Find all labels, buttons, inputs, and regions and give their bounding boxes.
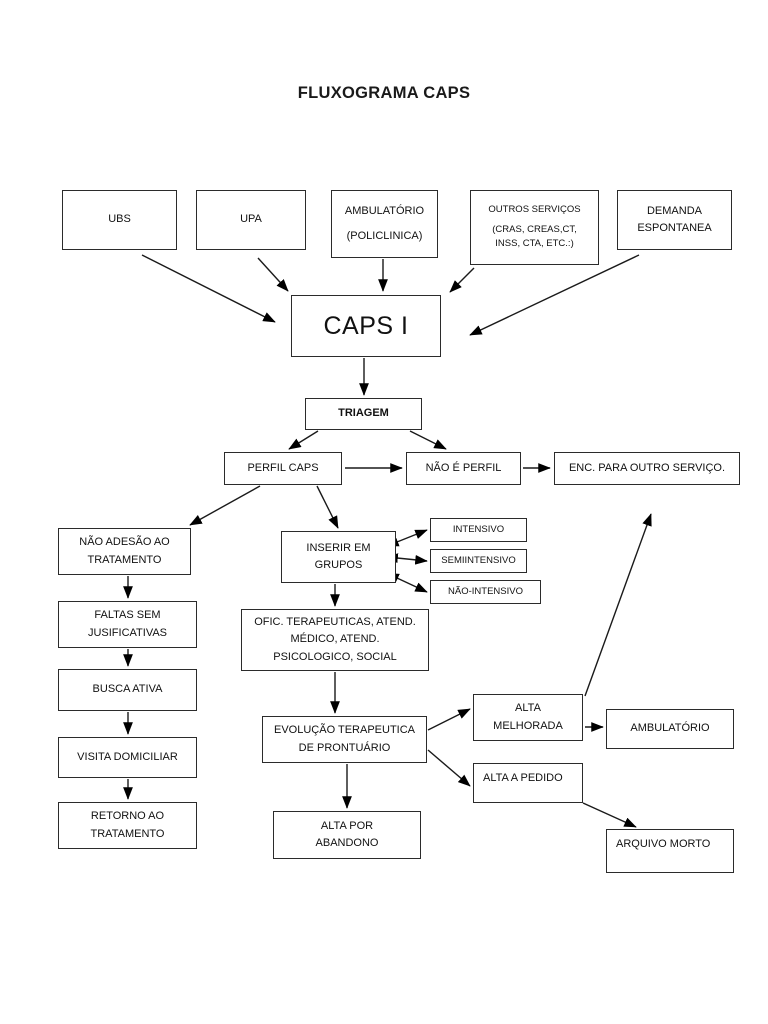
node-visita: VISITA DOMICILIAR bbox=[58, 737, 197, 778]
node-upa: UPA bbox=[196, 190, 306, 250]
node-label-line: RETORNO AO bbox=[90, 810, 165, 823]
node-alta_melhorada: ALTA MELHORADA bbox=[473, 694, 583, 741]
node-label-line: NÃO-INTENSIVO bbox=[448, 585, 523, 597]
node-label-line: VISITA DOMICILIAR bbox=[77, 750, 178, 763]
connector-demanda-caps bbox=[469, 254, 640, 336]
node-label-line: INSERIR EM bbox=[306, 541, 371, 554]
node-label-line: TRATAMENTO bbox=[87, 553, 162, 566]
connector-outros-caps bbox=[449, 267, 475, 293]
node-label-line: UPA bbox=[240, 213, 262, 226]
node-ambulatorio: AMBULATÓRIO (POLICLINICA) bbox=[331, 190, 438, 258]
node-arquivo_morto: ARQUIVO MORTO bbox=[606, 829, 734, 873]
connector-triagem-naoperfil bbox=[409, 430, 447, 450]
connector-altamelh-enc bbox=[584, 513, 652, 697]
node-semiintensivo: SEMIINTENSIVO bbox=[430, 549, 527, 573]
node-label-line: ALTA POR bbox=[320, 819, 374, 832]
node-alta_pedido: ALTA A PEDIDO bbox=[473, 763, 583, 803]
node-label-line: NÃO ADESÃO AO bbox=[79, 536, 170, 549]
connector-evolucao-altapedido bbox=[427, 749, 471, 787]
connector-perfil-naoadesao bbox=[189, 485, 261, 526]
node-label-line: MÉDICO, ATEND. bbox=[290, 633, 380, 646]
connector-altapedido-arquivo bbox=[582, 802, 637, 828]
node-outros: OUTROS SERVIÇOS (CRAS, CREAS,CT, INSS, CT… bbox=[470, 190, 599, 265]
node-label-line: (POLICLINICA) bbox=[346, 230, 423, 242]
node-label-line: ESPONTANEA bbox=[637, 222, 712, 234]
node-label-line: OUTROS SERVIÇOS bbox=[488, 203, 581, 215]
connector-upa-caps bbox=[257, 257, 289, 292]
connector-ubs-caps bbox=[141, 254, 276, 323]
node-label-line: INTENSIVO bbox=[452, 523, 505, 535]
node-label-line: PSICOLOGICO, SOCIAL bbox=[273, 650, 397, 663]
page-title: FLUXOGRAMA CAPS bbox=[297, 84, 471, 102]
node-label-line: AMBULATÓRIO bbox=[344, 205, 425, 218]
node-alta_abandono: ALTA POR ABANDONO bbox=[273, 811, 421, 859]
node-label-line: JUSIFICATIVAS bbox=[87, 626, 168, 639]
node-label-line: UBS bbox=[108, 213, 131, 226]
node-label-line: ABANDONO bbox=[315, 837, 379, 849]
connector-inserir-naointens bbox=[386, 573, 428, 593]
node-inserir: INSERIR EM GRUPOS bbox=[281, 531, 396, 583]
node-label-line: ALTA bbox=[515, 702, 541, 715]
node-nao_intensivo: NÃO-INTENSIVO bbox=[430, 580, 541, 604]
node-faltas: FALTAS SEM JUSIFICATIVAS bbox=[58, 601, 197, 648]
node-retorno: RETORNO AO TRATAMENTO bbox=[58, 802, 197, 849]
node-perfil_caps: PERFIL CAPS bbox=[224, 452, 342, 485]
node-label-line: TRATAMENTO bbox=[90, 827, 165, 840]
connector-inserir-semi bbox=[385, 553, 428, 565]
node-ambulatorio2: AMBULATÓRIO bbox=[606, 709, 734, 749]
node-label-line: PERFIL CAPS bbox=[247, 461, 319, 474]
node-label-line: MELHORADA bbox=[493, 719, 563, 732]
node-label-line: SEMIINTENSIVO bbox=[441, 554, 516, 566]
node-ubs: UBS bbox=[62, 190, 177, 250]
node-label-line: (CRAS, CREAS,CT, bbox=[492, 223, 577, 235]
node-caps1: CAPS I bbox=[291, 295, 441, 357]
node-label-line: DEMANDA bbox=[646, 204, 702, 217]
node-label-line: BUSCA ATIVA bbox=[92, 683, 163, 696]
node-evolucao: EVOLUÇÃO TERAPEUTICA DE PRONTUÁRIO bbox=[262, 716, 427, 763]
node-demanda: DEMANDA ESPONTANEA bbox=[617, 190, 732, 250]
node-label-line: ARQUIVO MORTO bbox=[616, 838, 711, 850]
connector-inserir-intensivo bbox=[386, 529, 428, 547]
node-label-line: ALTA A PEDIDO bbox=[483, 772, 563, 784]
node-label-line: GRUPOS bbox=[314, 559, 363, 571]
node-intensivo: INTENSIVO bbox=[430, 518, 527, 542]
node-nao_adesao: NÃO ADESÃO AO TRATAMENTO bbox=[58, 528, 191, 575]
node-nao_e_perfil: NÃO É PERFIL bbox=[406, 452, 521, 485]
node-label-line: ENC. PARA OUTRO SERVIÇO. bbox=[568, 461, 726, 474]
node-label-line: AMBULATÓRIO bbox=[630, 722, 710, 735]
node-label-line: TRIAGEM bbox=[338, 407, 389, 420]
node-label-line: EVOLUÇÃO TERAPEUTICA bbox=[274, 724, 415, 737]
connector-perfil-inserir bbox=[316, 485, 339, 529]
connector-evolucao-altamelh bbox=[427, 708, 471, 731]
node-busca_ativa: BUSCA ATIVA bbox=[58, 669, 197, 711]
connector-triagem-perfil bbox=[288, 430, 319, 450]
node-enc_outro: ENC. PARA OUTRO SERVIÇO. bbox=[554, 452, 740, 485]
node-label-line: FALTAS SEM bbox=[94, 609, 161, 622]
node-label-line: NÃO É PERFIL bbox=[425, 461, 502, 474]
node-label-line: CAPS I bbox=[323, 311, 409, 340]
node-label-line: DE PRONTUÁRIO bbox=[298, 741, 391, 754]
node-oficinas: OFIC. TERAPEUTICAS, ATEND. MÉDICO, ATEND.… bbox=[241, 609, 429, 671]
node-label-line: INSS, CTA, ETC.:) bbox=[495, 238, 574, 250]
node-label-line: OFIC. TERAPEUTICAS, ATEND. bbox=[254, 616, 416, 629]
node-triagem: TRIAGEM bbox=[305, 398, 422, 430]
